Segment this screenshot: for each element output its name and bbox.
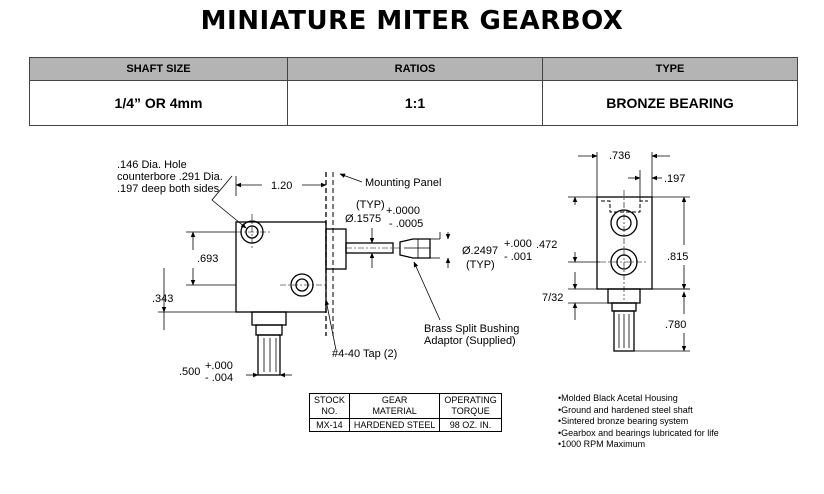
dim-693: .693 [197,253,218,265]
value-ratios: 1:1 [287,80,543,126]
stock-row: MX-14 HARDENED STEEL 98 OZ. IN. [309,418,502,432]
feature-item: Gearbox and bearings lubricated for life [558,428,719,440]
stock-number: MX-14 [309,418,350,432]
side-view [235,172,431,376]
feature-item: Sintered bronze bearing system [558,416,719,428]
bottom-shaft [257,334,281,376]
feature-item: Molded Black Acetal Housing [558,393,719,405]
mounting-panel-label: Mounting Panel [365,177,441,189]
page-title: MINIATURE MITER GEARBOX [200,6,624,36]
tol-1575-minus: - .0005 [389,218,423,230]
gearbox-housing [235,221,327,313]
dia-1575: Ø.1575 [345,213,381,225]
header-ratios: RATIOS [287,57,543,81]
tol-1575-plus: +.0000 [386,205,420,217]
dim-1-20: 1.20 [271,180,292,192]
dim-736: .736 [609,150,630,162]
tol-2497-plus: +.000 [504,238,532,250]
tol-500-minus: - .004 [205,372,233,384]
bushing-note-line-1: Brass Split Bushing [424,323,519,335]
feature-item: 1000 RPM Maximum [558,439,719,451]
spec-header-row: SHAFT SIZE RATIOS TYPE [29,57,798,81]
value-shaft-size: 1/4” OR 4mm [29,80,288,126]
front-bottom-shaft [613,310,635,352]
spec-table: SHAFT SIZE RATIOS TYPE 1/4” OR 4mm 1:1 B… [29,57,798,126]
typ-top: (TYP) [356,199,385,211]
bottom-boss [251,311,287,326]
spec-value-row: 1/4” OR 4mm 1:1 BRONZE BEARING [29,80,798,126]
feature-list: Molded Black Acetal Housing Ground and h… [558,393,719,451]
hole-note-line-1: .146 Dia. Hole [117,159,187,171]
operating-torque: 98 OZ. IN. [439,418,502,432]
header-type: TYPE [542,57,798,81]
dim-343: .343 [152,293,173,305]
bushing-adaptor [399,238,431,259]
value-type: BRONZE BEARING [542,80,798,126]
tol-2497-minus: - .001 [504,251,532,263]
hole-note-line-3: .197 deep both sides [117,183,220,195]
dim-815: .815 [667,251,688,263]
dim-500: .500 [179,366,200,378]
front-view-labels: .736 .197 .472 .815 7/32 .780 [536,150,688,331]
bushing-note-line-2: Adaptor (Supplied) [424,335,516,347]
dim-197: .197 [664,173,685,185]
dim-7-32: 7/32 [542,292,563,304]
dia-2497: Ø.2497 [462,245,498,257]
side-view-labels: .146 Dia. Hole counterbore .291 Dia. .19… [117,159,532,384]
gear-material: HARDENED STEEL [348,418,441,432]
tol-500-plus: +.000 [205,360,233,372]
front-view [596,190,653,352]
dim-472: .472 [536,239,557,251]
dim-780: .780 [665,319,686,331]
feature-item: Ground and hardened steel shaft [558,405,719,417]
tap-note: #4-40 Tap (2) [332,348,397,360]
right-boss [325,228,347,270]
typ-bottom: (TYP) [466,259,495,271]
hole-note-line-2: counterbore .291 Dia. [117,171,223,183]
